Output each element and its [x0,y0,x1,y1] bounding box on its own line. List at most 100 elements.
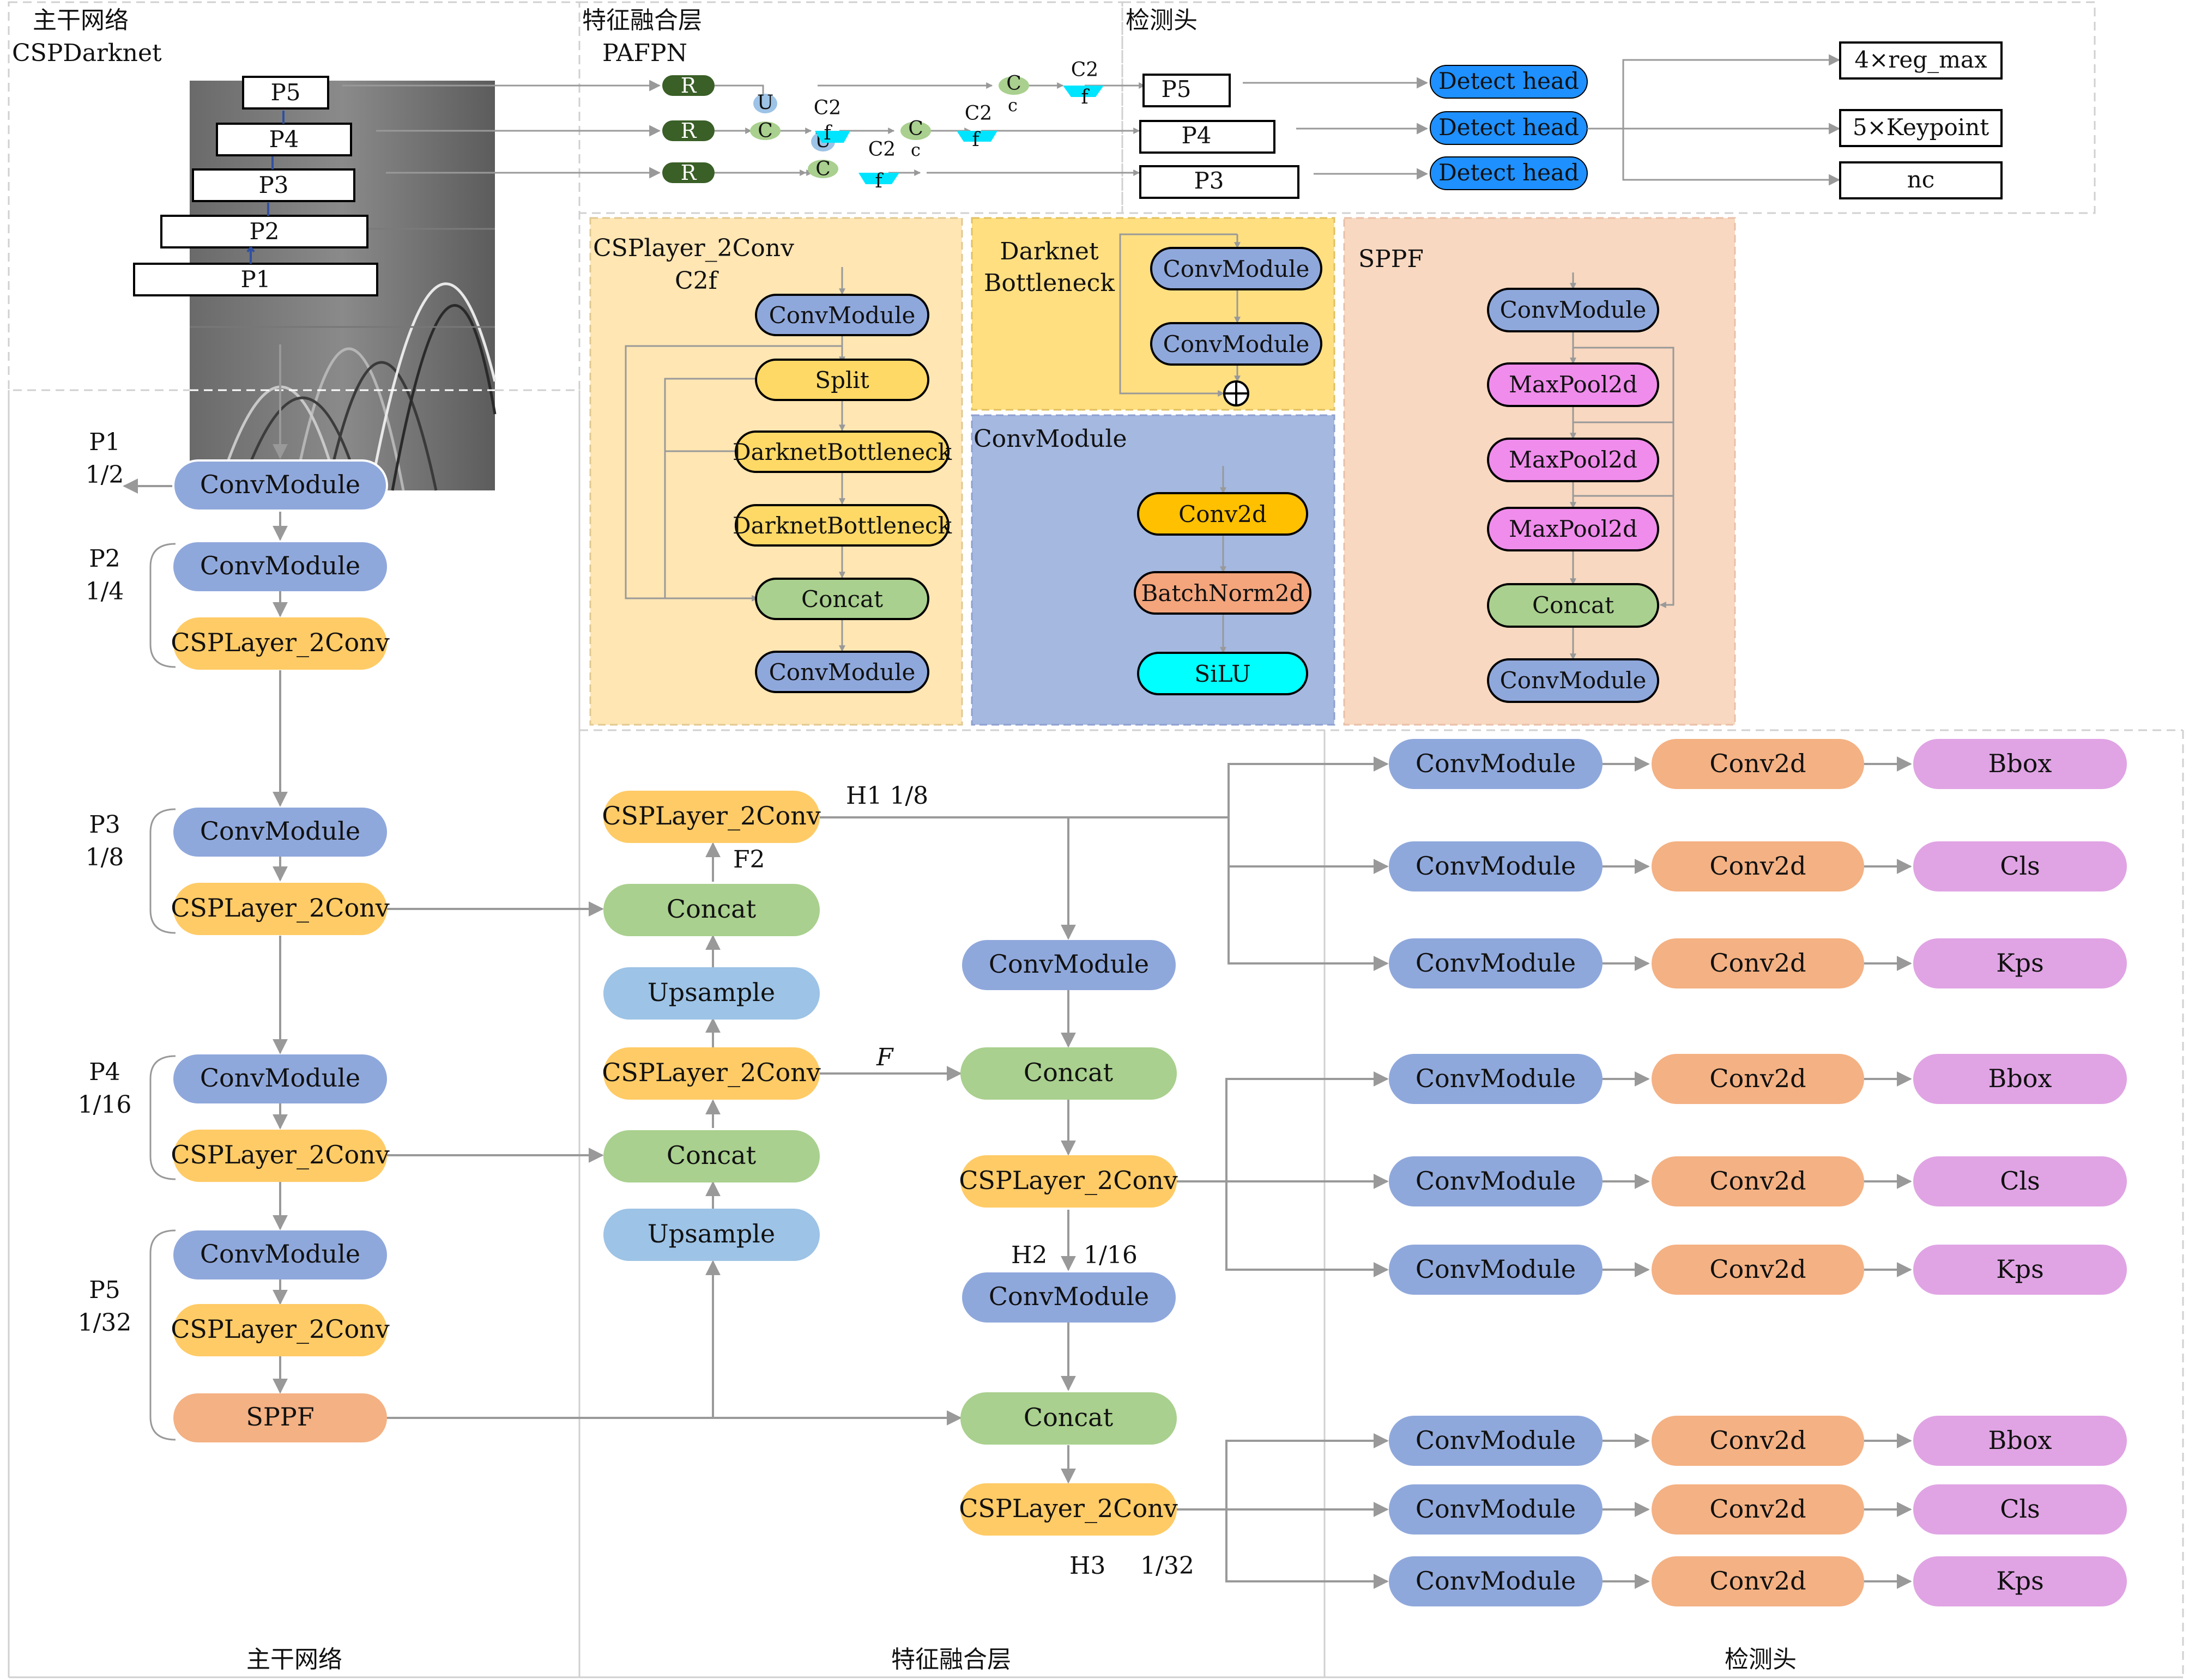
svg-text:CSPLayer_2Conv: CSPLayer_2Conv [959,1494,1178,1523]
overview-neck: R R R U C U C C c C c C2 [662,41,2003,199]
svg-text:nc: nc [1907,166,1935,193]
svg-text:P1: P1 [241,266,271,293]
head-row-6: ConvModule Conv2d Kps [1389,1245,2127,1295]
svg-text:DarknetBottleneck: DarknetBottleneck [733,439,952,465]
backbone-conv-p4 [173,1054,387,1103]
svg-text:ConvModule: ConvModule [1416,1566,1576,1596]
backbone-conv-p2 [173,542,387,591]
svg-text:Kps: Kps [1996,1566,2043,1596]
svg-text:ConvModule: ConvModule [200,1063,360,1093]
svg-text:C: C [908,118,923,140]
head-row-9: ConvModule Conv2d Kps [1389,1556,2127,1606]
neck-title: 特征融合层 [582,7,702,34]
neck-subtitle: PAFPN [602,39,687,67]
bottleneck-title-2: Bottleneck [984,269,1115,297]
h2-label: H2 [1011,1241,1047,1269]
sppf-panel: SPPF ConvModule MaxPool2d MaxPool2d MaxP… [1343,217,1736,726]
pyramid-p5: P5 [242,76,329,110]
svg-text:1/16: 1/16 [78,1091,132,1119]
svg-text:Conv2d: Conv2d [1709,1254,1806,1284]
h2-scale: 1/16 [1084,1241,1138,1269]
svg-text:ConvModule: ConvModule [1500,667,1647,694]
svg-text:CSPLayer_2Conv: CSPLayer_2Conv [959,1166,1178,1195]
head-title: 检测头 [1126,7,1198,34]
svg-text:Upsample: Upsample [648,978,775,1007]
svg-text:P5: P5 [89,1276,120,1304]
svg-text:Conv2d: Conv2d [1709,1566,1806,1596]
svg-text:Kps: Kps [1996,948,2043,978]
svg-text:Cls: Cls [2000,1166,2040,1196]
svg-text:ConvModule: ConvModule [769,659,916,686]
head-row-2: ConvModule Conv2d Cls [1389,841,2127,891]
svg-text:ConvModule: ConvModule [1416,1494,1576,1524]
svg-text:CSPLayer_2Conv: CSPLayer_2Conv [171,628,390,657]
svg-text:P5: P5 [1162,76,1192,102]
sppf-title: SPPF [1358,245,1424,273]
svg-text:Concat: Concat [801,586,883,612]
backbone-csp-p4 [173,1130,387,1182]
svg-text:Concat: Concat [1024,1403,1114,1432]
head-row-1: ConvModule Conv2d Bbox [1389,739,2127,789]
backbone-csp-p3 [173,883,387,935]
head-rows: ConvModule Conv2d Bbox ConvModule Conv2d… [1389,739,2127,1606]
svg-text:CSPLayer_2Conv: CSPLayer_2Conv [171,893,390,923]
svg-text:P5: P5 [271,79,301,106]
overview-out-boxes: P5 P4 P3 [1139,74,1299,199]
svg-text:CSPLayer_2Conv: CSPLayer_2Conv [602,1058,821,1087]
bottom-neck-label: 特征融合层 [891,1646,1011,1673]
pyramid: P5 P4 P3 P2 P1 [133,76,378,296]
r-block-2: R [662,119,715,143]
svg-text:ConvModule: ConvModule [1163,331,1310,357]
neck-concat-1 [603,884,820,936]
svg-text:ConvModule: ConvModule [1416,1166,1576,1196]
svg-text:Concat: Concat [1532,592,1614,618]
svg-text:Upsample: Upsample [648,1219,775,1248]
svg-text:ConvModule: ConvModule [1416,1426,1576,1455]
svg-text:ConvModule: ConvModule [200,551,360,580]
pyramid-p4: P4 [216,123,352,156]
bottom-head-label: 检测头 [1725,1646,1797,1673]
svg-text:Detect head: Detect head [1438,68,1579,94]
neck-upsample-1 [603,967,820,1020]
svg-text:1/8: 1/8 [86,844,124,871]
svg-text:P3: P3 [1194,167,1224,194]
pyramid-p2: P2 [160,215,368,248]
svg-text:C: C [815,158,831,180]
svg-text:Bbox: Bbox [1988,749,2052,778]
bottleneck-title-1: Darknet [1000,238,1099,265]
svg-text:ConvModule: ConvModule [1416,1064,1576,1093]
svg-text:ConvModule: ConvModule [989,1282,1149,1311]
svg-text:Concat: Concat [1024,1058,1114,1087]
svg-text:ConvModule: ConvModule [1416,948,1576,978]
overview-lines [342,80,661,179]
svg-text:Conv2d: Conv2d [1709,1166,1806,1196]
head-row-4: ConvModule Conv2d Bbox [1389,1054,2127,1104]
svg-text:ConvModule: ConvModule [1416,1254,1576,1284]
head-output-boxes: 4×reg_max 5×Keypoint nc [1839,41,2003,199]
c2f-title: CSPlayer_2Conv [593,234,794,262]
svg-text:Split: Split [815,367,869,393]
svg-text:Conv2d: Conv2d [1709,749,1806,778]
svg-text:Cls: Cls [2000,851,2040,881]
svg-text:f: f [824,122,832,144]
svg-text:Conv2d: Conv2d [1709,1064,1806,1093]
neck-conv-1 [962,940,1176,990]
c2f-subtitle: C2f [675,267,719,295]
svg-text:CSPLayer_2Conv: CSPLayer_2Conv [171,1140,390,1169]
svg-text:U: U [757,92,773,114]
svg-text:ConvModule: ConvModule [200,816,360,846]
backbone-conv-p5 [173,1230,387,1279]
detect-heads: Detect head Detect head Detect head [1430,65,1588,190]
svg-text:Conv2d: Conv2d [1709,1494,1806,1524]
svg-text:C2: C2 [868,138,896,161]
neck-flow: CSPLayer_2Conv Concat Upsample CSPLayer_… [387,782,1194,1580]
h3-scale: 1/32 [1140,1552,1194,1580]
neck-concat-2 [603,1130,820,1182]
svg-text:1/4: 1/4 [86,578,124,605]
backbone-conv-p1 [172,459,388,512]
svg-text:R: R [681,74,697,98]
svg-text:Detect head: Detect head [1438,114,1579,141]
neck-upsample-2 [603,1209,820,1261]
h1-label: H1 1/8 [846,782,928,810]
